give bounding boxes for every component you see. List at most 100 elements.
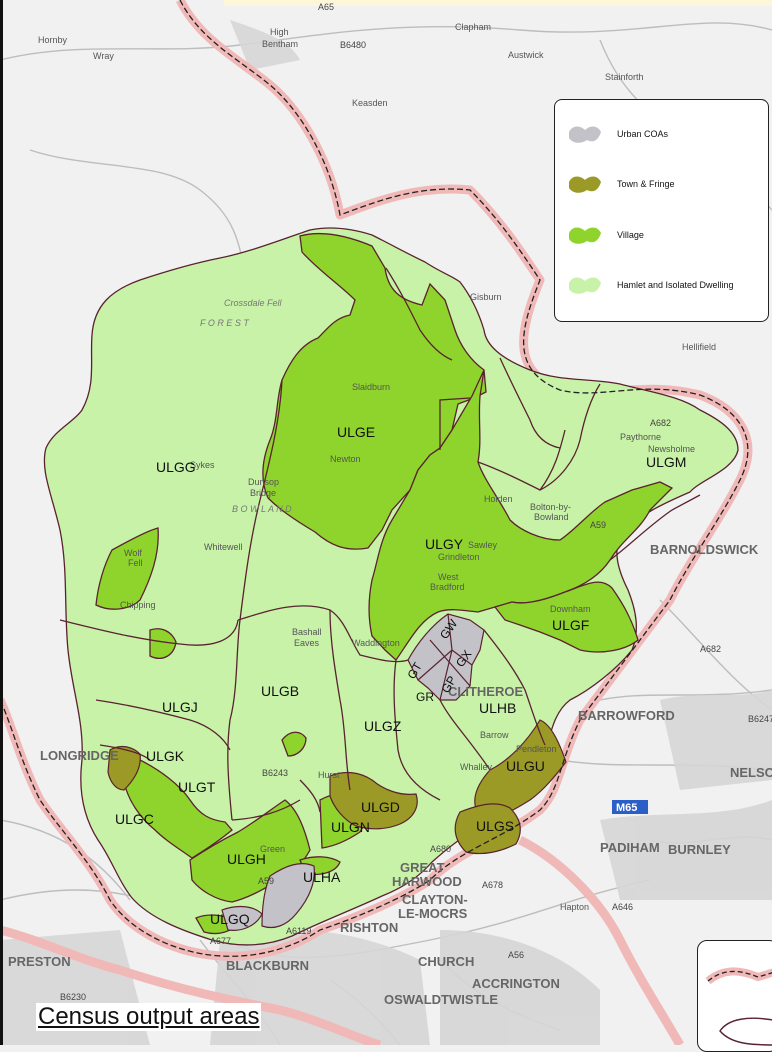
- road-a59-south: A59: [258, 876, 274, 886]
- label-ulgz: ULGZ: [364, 718, 402, 734]
- place-clitheroe: CLITHEROE: [448, 684, 523, 699]
- place-newsholme: Newsholme: [648, 444, 695, 454]
- place-whalley: Whalley: [460, 762, 493, 772]
- label-ulge: ULGE: [337, 424, 375, 440]
- place-austwick: Austwick: [508, 50, 544, 60]
- place-holden: Holden: [484, 494, 513, 504]
- legend-label-urban: Urban COAs: [617, 129, 669, 139]
- county-boundary-band-east: [517, 835, 684, 1045]
- place-grindleton: Grindleton: [438, 552, 480, 562]
- place-hornby: Hornby: [38, 35, 68, 45]
- place-waddington: Waddington: [352, 638, 400, 648]
- place-le-mocrs: LE-MOCRS: [398, 906, 468, 921]
- label-gr: GR: [416, 690, 434, 704]
- road-a682: A682: [700, 644, 721, 654]
- label-ulhb: ULHB: [479, 700, 516, 716]
- boundary-key-swatches: [705, 967, 772, 1046]
- place-names: High Bentham Wray Hornby Keasden Clapham…: [8, 22, 772, 1007]
- legend-item-urban: Urban COAs: [567, 120, 668, 148]
- place-bowland: B O W L A N D: [232, 504, 292, 514]
- road-a678: A678: [482, 880, 503, 890]
- road-a59-north: A59: [590, 520, 606, 530]
- area-ulgt: [123, 759, 233, 859]
- place-eaves: Eaves: [294, 638, 320, 648]
- map-legend: Urban COAs Town & Fringe Village Hamlet …: [554, 99, 769, 322]
- road-a6119: A6119: [286, 926, 311, 936]
- place-barnoldswick: BARNOLDSWICK: [650, 542, 759, 557]
- place-chipping: Chipping: [120, 600, 156, 610]
- place-stainforth: Stainforth: [605, 72, 644, 82]
- place-sykes: Sykes: [190, 460, 215, 470]
- place-crossdale: Crossdale Fell: [224, 298, 283, 308]
- area-ulgg-village: [95, 527, 159, 610]
- area-ulgy: [368, 369, 674, 661]
- urban-areas[interactable]: [221, 613, 485, 931]
- top-edge-strip: [224, 0, 772, 6]
- place-hurst: Hurst: [318, 770, 340, 780]
- place-dunsop: Dunsop: [248, 477, 279, 487]
- area-ulgk: [107, 745, 141, 791]
- place-sawley: Sawley: [468, 540, 498, 550]
- label-ulgh: ULGH: [227, 851, 266, 867]
- place-clapham: Clapham: [455, 22, 491, 32]
- county-boundary-band: [0, 925, 382, 1045]
- output-area-boundaries: [59, 267, 701, 821]
- town-fringe-areas[interactable]: [107, 719, 567, 855]
- place-forest: F O R E S T: [200, 318, 250, 328]
- place-keasden: Keasden: [352, 98, 388, 108]
- road-m65: M65: [616, 802, 637, 814]
- area-ulgd: [329, 771, 418, 830]
- label-ulgg: ULGG: [156, 459, 196, 475]
- label-ulgu: ULGU: [506, 758, 545, 774]
- place-bridge: Bridge: [250, 488, 276, 498]
- road-b6243: B6243: [262, 768, 288, 778]
- area-ulgz-village: [281, 731, 307, 757]
- area-ulgf: [493, 581, 639, 653]
- label-ulgn: ULGN: [331, 819, 370, 835]
- label-ulgc: ULGC: [115, 811, 154, 827]
- place-wray: Wray: [93, 51, 114, 61]
- clitheroe-sub-boundaries: [417, 613, 473, 701]
- legend-swatch-village: [569, 227, 601, 244]
- place-preston: PRESTON: [8, 954, 71, 969]
- legend-swatch-town-fringe: [569, 176, 601, 193]
- place-downham: Downham: [550, 604, 591, 614]
- place-wolf: Wolf: [124, 548, 142, 558]
- road-a682-north: A682: [650, 418, 671, 428]
- place-longridge: LONGRIDGE: [40, 748, 119, 763]
- area-ulgg-village2: [149, 628, 177, 659]
- place-bolton: Bolton-by-: [530, 502, 571, 512]
- label-ulgd: ULGD: [361, 799, 400, 815]
- road-a56: A56: [508, 950, 524, 960]
- place-oswaldtwistle: OSWALDTWISTLE: [384, 992, 498, 1007]
- label-ulgj: ULGJ: [162, 699, 198, 715]
- place-whitewell: Whitewell: [204, 542, 243, 552]
- district-boundary-dashes: [0, 0, 749, 957]
- label-ulgf: ULGF: [552, 617, 589, 633]
- legend-label-town-fringe: Town & Fringe: [617, 179, 675, 189]
- area-ulge: [262, 233, 487, 550]
- place-bradford: Bradford: [430, 582, 465, 592]
- place-newton: Newton: [330, 454, 361, 464]
- place-pendleton: Pendleton: [516, 744, 557, 754]
- place-padiham: PADIHAM: [600, 840, 660, 855]
- place-bashall: Bashall: [292, 627, 322, 637]
- place-burnley: BURNLEY: [668, 842, 731, 857]
- place-blackburn: BLACKBURN: [226, 958, 309, 973]
- label-ulgm: ULGM: [646, 454, 686, 470]
- place-nelson: NELSON: [730, 765, 772, 780]
- place-bentham: Bentham: [262, 39, 298, 49]
- place-hapton: Hapton: [560, 902, 589, 912]
- road-a646: A646: [612, 902, 633, 912]
- place-barrowford: BARROWFORD: [578, 708, 675, 723]
- road-labels: A65 B6480 A59 A682 A682 B6243 A59 A677 A…: [60, 2, 772, 1002]
- place-slaidburn: Slaidburn: [352, 382, 390, 392]
- place-barrow: Barrow: [480, 730, 509, 740]
- legend-item-hamlet: Hamlet and Isolated Dwelling: [567, 271, 734, 299]
- place-rishton: RISHTON: [340, 920, 398, 935]
- place-clayton: CLAYTON-: [402, 892, 468, 907]
- place-high: High: [270, 27, 289, 37]
- place-bowland-small: Bowland: [534, 512, 569, 522]
- road-b6247: B6247: [748, 714, 772, 724]
